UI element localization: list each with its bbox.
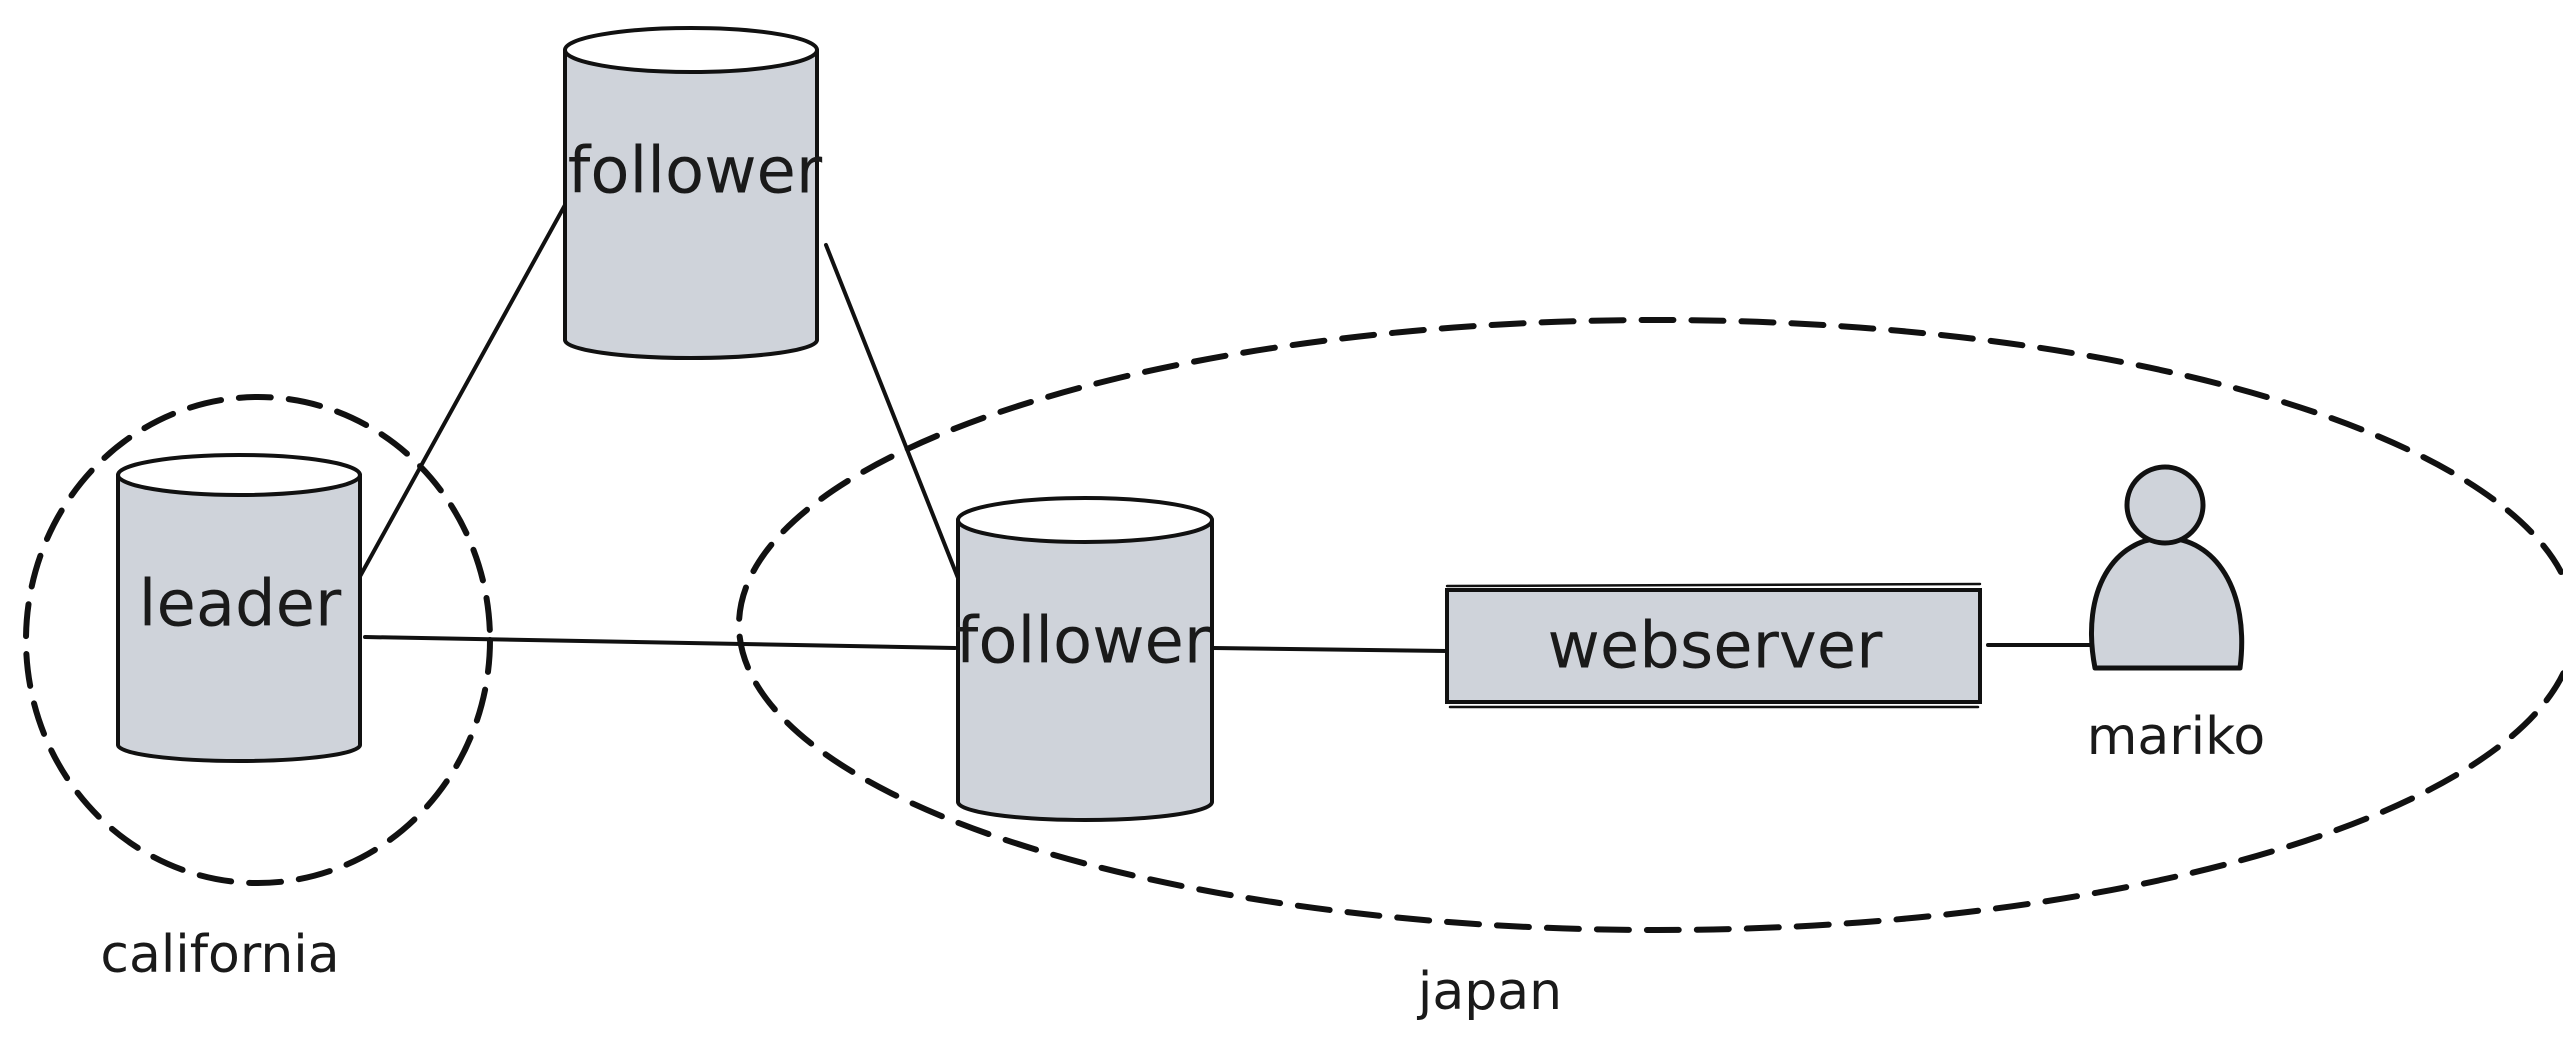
person-head [2124,464,2206,546]
webserver: webserver [1445,582,1982,709]
database-follower-japan: follower [956,496,1214,822]
cylinder-body [116,473,362,763]
edge-leader-follower-japan [363,635,957,650]
person-body [2089,535,2245,671]
user-mariko: mariko [2087,464,2265,767]
connections [356,203,2097,653]
edge-leader-follower-top [356,203,567,582]
webserver-box [1445,588,1982,704]
node-label: follower [956,605,1211,679]
edge-follower-top-follower-japan [824,243,960,580]
node-label: follower [568,135,823,209]
cylinder-top [956,496,1214,544]
region-japan: japan [736,317,2563,1022]
user-label: mariko [2087,707,2265,767]
database-leader: leader [116,453,362,763]
region-label-california: california [100,925,339,985]
cylinder-body [563,48,819,360]
node-label: leader [139,568,342,642]
edge-follower-japan-webserver [1211,646,1449,653]
region-boundary [23,394,493,886]
region-label-japan: japan [1417,962,1562,1022]
cylinder-top [116,453,362,497]
cylinder-body [956,518,1214,822]
database-follower-top: follower [563,26,823,360]
region-california: california [23,394,493,985]
region-boundary [736,317,2563,933]
person-icon [2089,464,2245,671]
cylinder-top [563,26,819,74]
sketch-line [1445,582,1982,588]
node-label: webserver [1548,610,1884,684]
